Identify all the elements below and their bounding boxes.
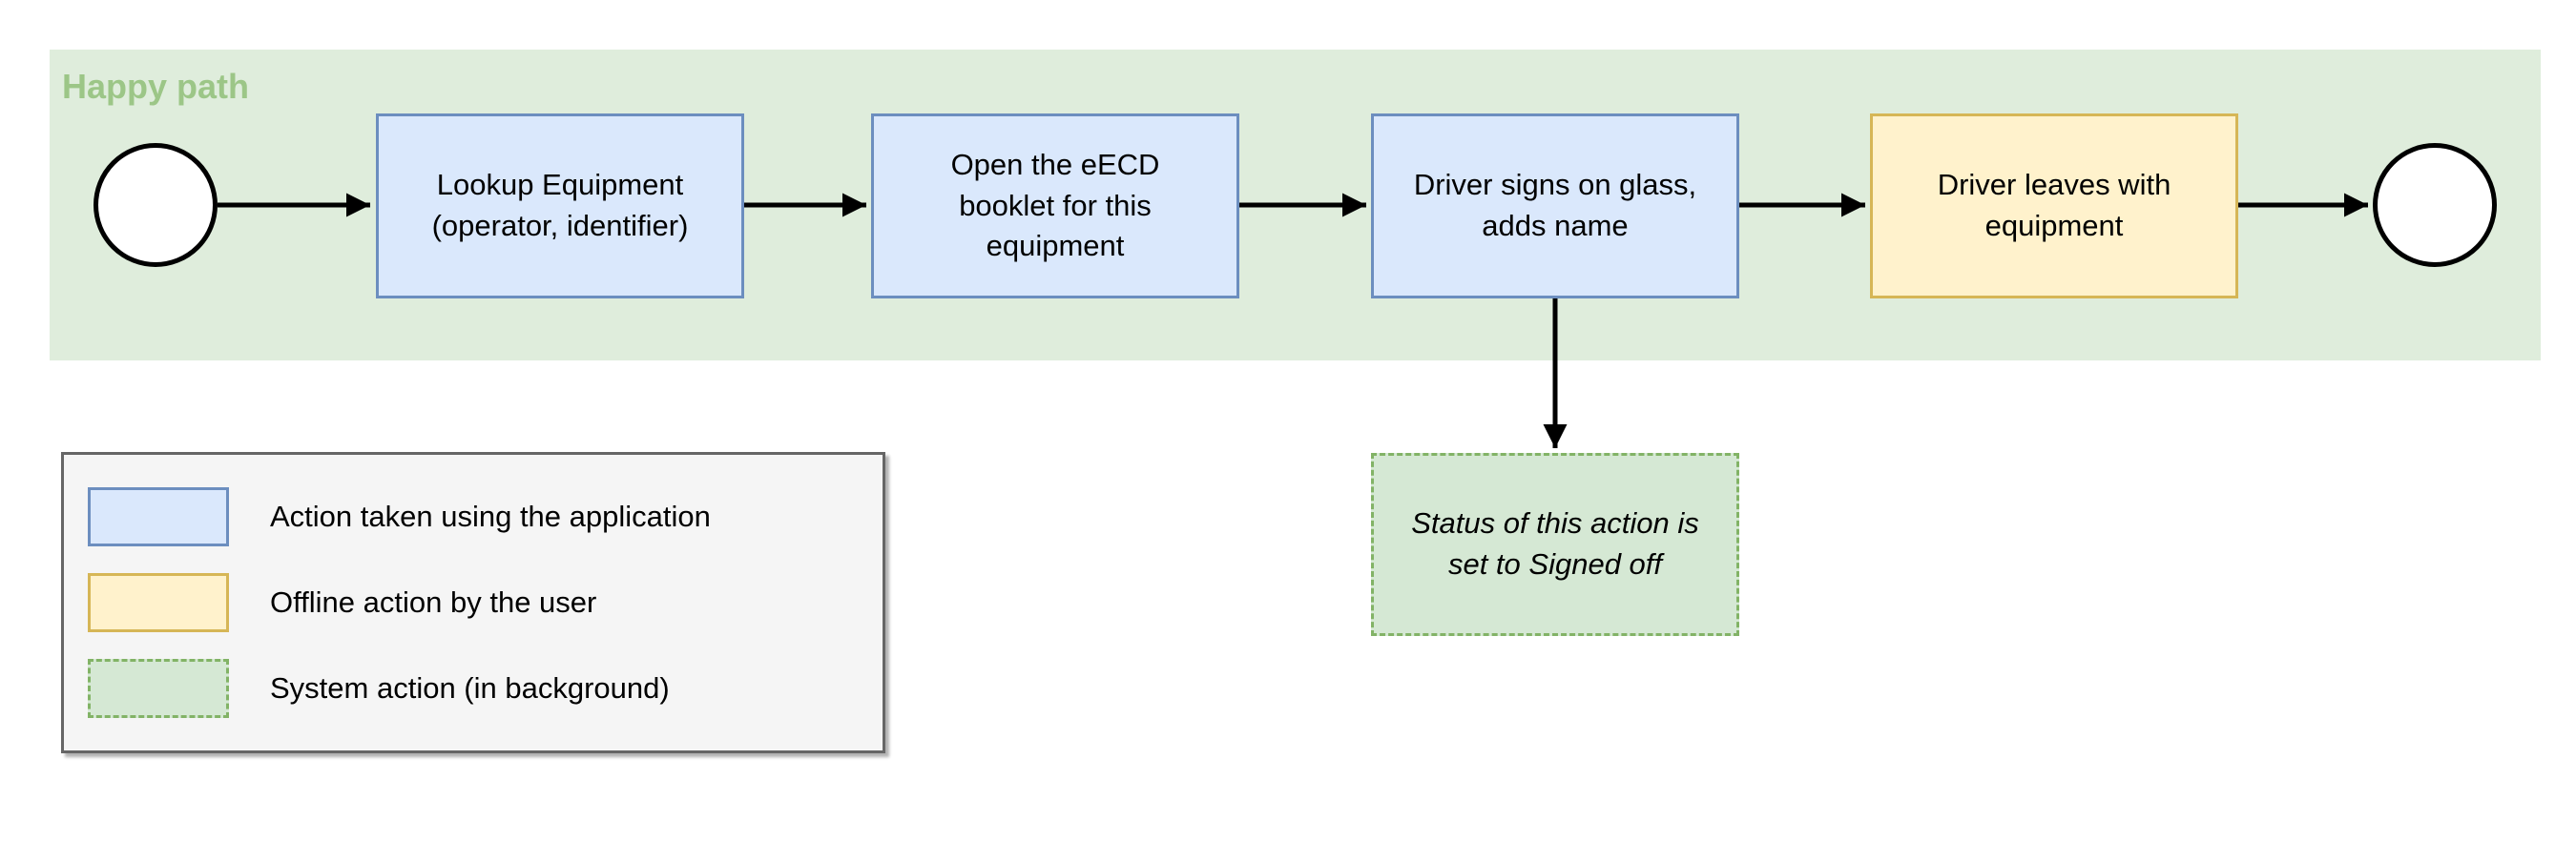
step-open-eecd-booklet: Open the eECD booklet for this equipment	[871, 113, 1239, 298]
legend-label: Action taken using the application	[270, 500, 711, 533]
system-swatch	[88, 659, 229, 718]
legend-row-offline: Offline action by the user	[88, 573, 883, 632]
system-action-status-signed-off: Status of this action is set to Signed o…	[1371, 453, 1739, 636]
step-label: Driver leaves with equipment	[1937, 168, 2171, 242]
step-label: Lookup Equipment (operator, identifier)	[431, 168, 689, 242]
step-label: Driver signs on glass, adds name	[1413, 168, 1697, 242]
start-event-circle	[93, 143, 218, 267]
step-lookup-equipment: Lookup Equipment (operator, identifier)	[376, 113, 744, 298]
legend-panel: Action taken using the application Offli…	[61, 452, 885, 753]
legend-row-system: System action (in background)	[88, 659, 883, 718]
legend-row-application: Action taken using the application	[88, 487, 883, 546]
offline-swatch	[88, 573, 229, 632]
legend-label: Offline action by the user	[270, 585, 597, 619]
end-event-circle	[2373, 143, 2497, 267]
step-label: Open the eECD booklet for this equipment	[950, 147, 1160, 263]
application-swatch	[88, 487, 229, 546]
system-action-label: Status of this action is set to Signed o…	[1411, 506, 1699, 581]
step-driver-signs: Driver signs on glass, adds name	[1371, 113, 1739, 298]
lane-title: Happy path	[62, 67, 250, 106]
legend-label: System action (in background)	[270, 671, 670, 705]
step-driver-leaves: Driver leaves with equipment	[1870, 113, 2238, 298]
